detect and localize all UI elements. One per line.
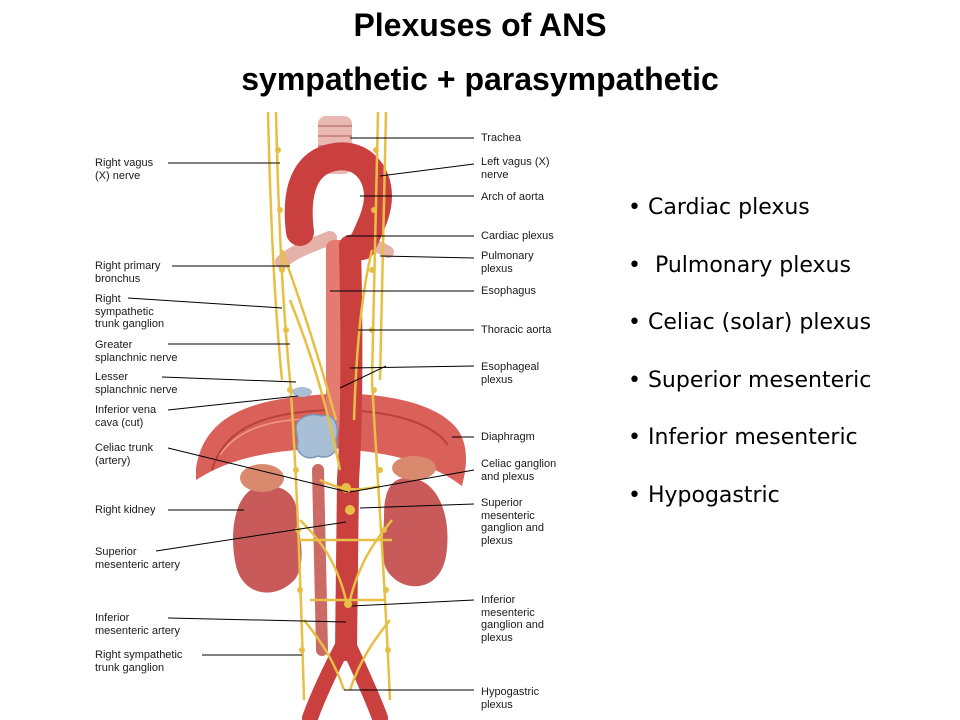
aorta-shape (335, 235, 363, 661)
label-thoracic-aorta: Thoracic aorta (481, 324, 552, 336)
page-subtitle: sympathetic + parasympathetic (241, 61, 719, 97)
bullet-item: • Cardiac plexus (628, 195, 810, 220)
label-esophageal-plexus: Esophageal plexus (481, 361, 540, 386)
label-right-sympathetic-trunk-ganglion-lower: Right sympathetic trunk ganglion (95, 649, 183, 674)
label-arch-of-aorta: Arch of aorta (481, 191, 544, 203)
left-kidney-shape (382, 477, 448, 587)
aortic-arch-shape (284, 142, 393, 260)
label-esophagus: Esophagus (481, 285, 537, 297)
label-right-sympathetic-trunk-ganglion: Right sympathetic trunk ganglion (95, 293, 165, 330)
leader-lines (127, 137, 475, 691)
label-right-kidney: Right kidney (95, 504, 156, 516)
label-celiac-trunk: Celiac trunk (artery) (95, 442, 154, 467)
page-title: Plexuses of ANS (353, 7, 607, 43)
label-inferior-mesenteric-ganglion-plexus: Inferior mesenteric ganglion and plexus (481, 594, 545, 644)
bullet-item: • Inferior mesenteric (628, 425, 858, 450)
bullet-item: • Celiac (solar) plexus (628, 310, 872, 335)
label-pulmonary-plexus: Pulmonary plexus (481, 250, 534, 275)
bullet-item: • Hypogastric (628, 482, 780, 508)
plexus-bullet-list: • Cardiac plexus • Pulmonary plexus • Ce… (628, 194, 871, 539)
label-diaphragm: Diaphragm (481, 431, 535, 443)
label-cardiac-plexus: Cardiac plexus (481, 230, 554, 242)
label-right-primary-bronchus: Right primary bronchus (95, 260, 161, 285)
label-lesser-splanchnic-nerve: Lesser splanchnic nerve (95, 371, 178, 396)
label-inferior-vena-cava: Inferior vena cava (cut) (95, 404, 157, 429)
label-superior-mesenteric-artery: Superior mesenteric artery (95, 546, 180, 571)
label-inferior-mesenteric-artery: Inferior mesenteric artery (95, 612, 180, 637)
label-right-vagus-nerve: Right vagus (X) nerve (95, 157, 154, 182)
label-celiac-ganglion-plexus: Celiac ganglion and plexus (481, 458, 557, 483)
label-superior-mesenteric-ganglion-plexus: Superior mesenteric ganglion and plexus (481, 497, 545, 547)
label-greater-splanchnic-nerve: Greater splanchnic nerve (95, 339, 178, 364)
right-kidney-shape (233, 485, 302, 593)
bullet-item: • Pulmonary plexus (628, 252, 851, 278)
label-trachea: Trachea (481, 132, 521, 144)
label-left-vagus-nerve: Left vagus (X) nerve (481, 156, 550, 181)
label-hypogastric-plexus: Hypogastric plexus (481, 686, 540, 711)
bullet-item: • Superior mesenteric (628, 367, 872, 393)
vena-cava-cut-shape (295, 414, 338, 459)
